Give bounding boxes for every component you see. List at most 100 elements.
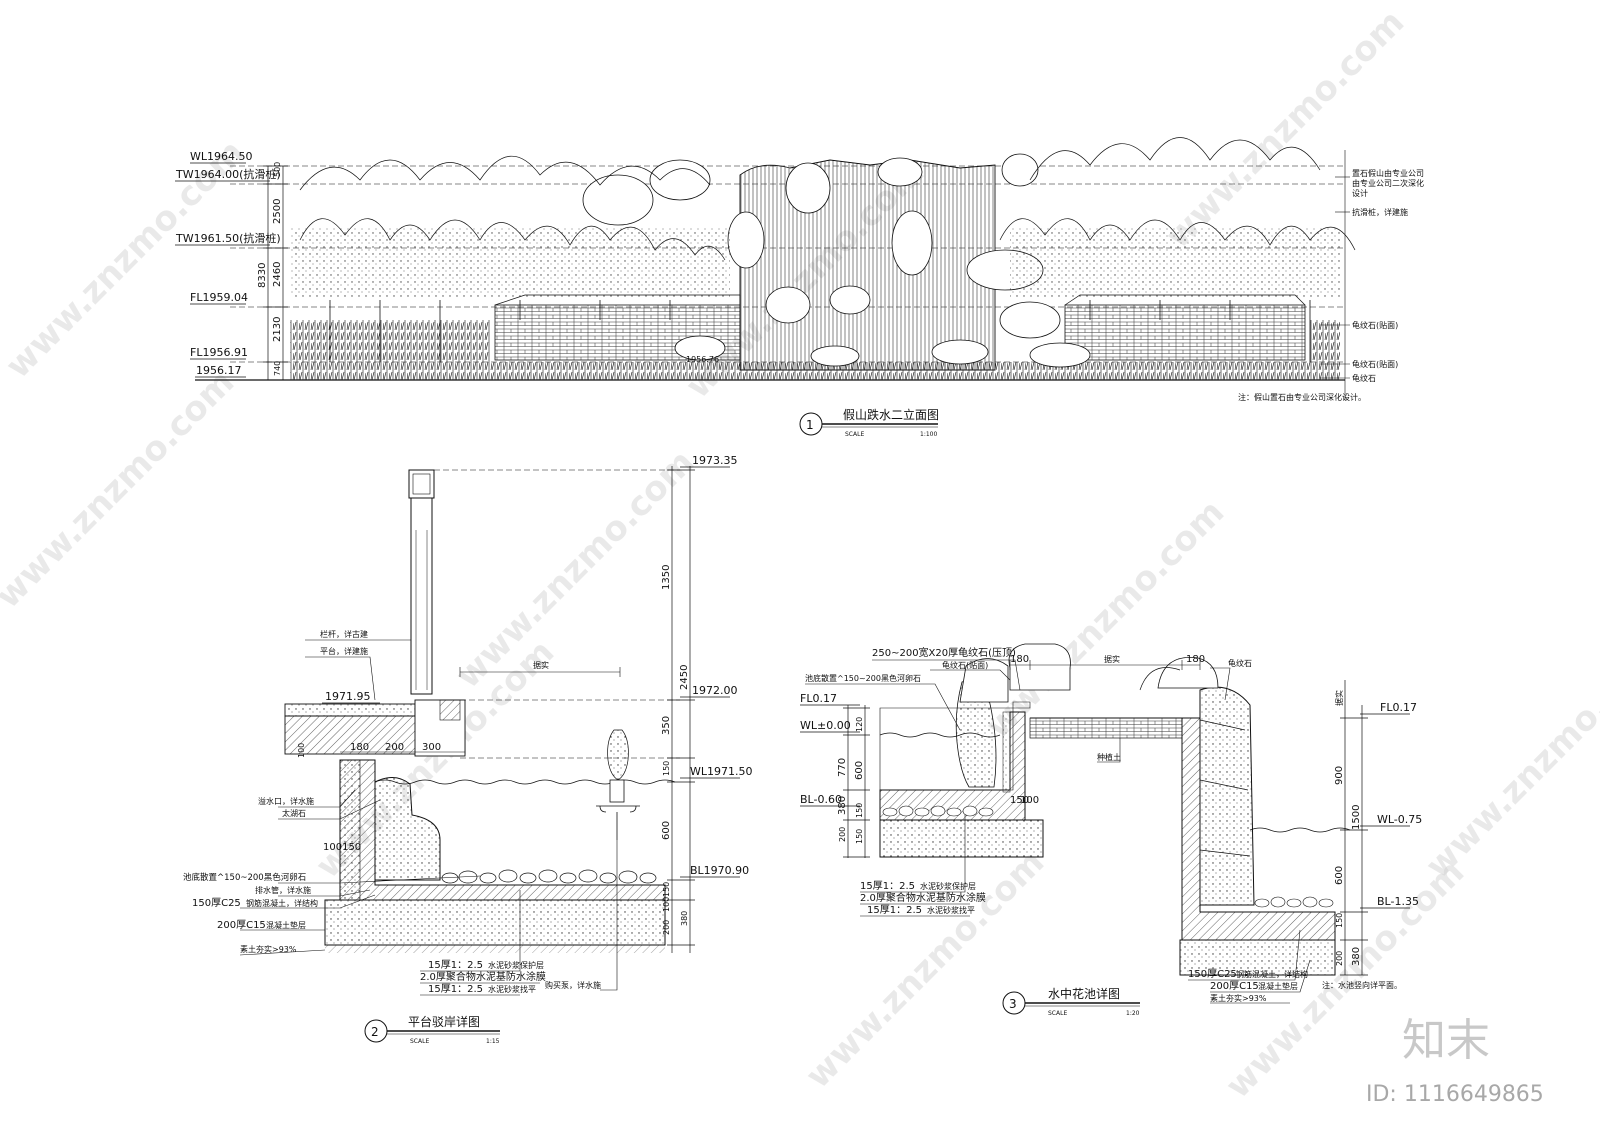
watermark-text: www.znzmo.com (1158, 2, 1412, 256)
elevation-scale-label: SCALE (845, 431, 864, 438)
section3-scale-value: 1:20 (1126, 1010, 1140, 1017)
s3-level-bl-left: BL-0.60 (800, 793, 842, 806)
s3-note-c15-detail: 混凝土垫层 (1258, 981, 1298, 991)
section3-title-block: 3 水中花池详图 SCALE 1:20 (1002, 986, 1140, 1017)
brand-logo-text: 知末 (1402, 1015, 1490, 1066)
s2-note-rock: 太湖石 (282, 808, 306, 818)
s2-dim-300: 300 (422, 742, 441, 753)
s2-note-c25: 150厚C25 (192, 897, 241, 909)
s2-dim-100v: 100 (297, 743, 306, 758)
note-stone-2: 龟纹石(贴面) (1352, 359, 1398, 369)
s3-dim-200: 200 (838, 827, 847, 842)
section3-drawing: 120 770 600 150 200 380 150 FL0.17 WL±0.… (800, 643, 1422, 1017)
s3-dim-150r: 150 (1335, 913, 1344, 928)
elevation-title: 假山跌水二立面图 (843, 407, 939, 422)
s2-dim-200h: 200 (385, 742, 404, 753)
s3-note-pebbles: 池底散置^150~200黑色河卵石 (805, 673, 921, 683)
level-1956-17: 1956.17 (196, 364, 242, 377)
s3-note-waterproof: 2.0厚聚合物水泥基防水涂膜 (860, 891, 986, 904)
s3-note-soil-compact: 素土夯实>93% (1210, 993, 1267, 1003)
s2-note-mortar1-detail: 水泥砂浆保护层 (488, 960, 544, 970)
s3-level-fl-left: FL0.17 (800, 692, 837, 705)
section2-scale-label: SCALE (410, 1038, 429, 1045)
watermark-text: www.znzmo.com (0, 362, 242, 616)
s3-dim-100h: 100 (1020, 795, 1039, 806)
s3-note-soil: 种植土 (1097, 752, 1121, 762)
s2-note-mortar1: 15厚1：2.5 (428, 959, 483, 971)
s2-note-c15: 200厚C15 (217, 919, 266, 931)
s3-level-wl-right: WL-0.75 (1377, 813, 1422, 826)
s2-level-wl1971: WL1971.50 (690, 765, 753, 778)
s3-level-bl-right: BL-1.35 (1377, 895, 1419, 908)
s3-dim-770: 770 (837, 758, 848, 777)
level-mid: 1956.76 (686, 355, 719, 364)
s2-dim-fit: 据实 (533, 660, 549, 670)
s3-dim-200r: 200 (1335, 951, 1344, 966)
s3-dim-900: 900 (1334, 766, 1345, 785)
s3-note-mortar1-detail: 水泥砂浆保护层 (920, 881, 976, 891)
elevation-footnote: 注：假山置石由专业公司深化设计。 (1238, 392, 1366, 402)
s3-dim-150: 150 (855, 803, 864, 818)
s3-dim-1500: 1500 (1351, 805, 1362, 830)
dim-8330: 8330 (257, 263, 268, 288)
level-fl1956: FL1956.91 (190, 346, 248, 359)
s3-dim-600r: 600 (1334, 866, 1345, 885)
s2-note-platform: 平台，详建施 (320, 646, 368, 656)
s2-level-bl1970: BL1970.90 (690, 864, 749, 877)
section2-scale-value: 1:15 (486, 1038, 500, 1045)
s3-dim-180-right: 180 (1186, 654, 1205, 665)
level-fl1959: FL1959.04 (190, 291, 248, 304)
s2-dim-100: 100 (662, 897, 671, 912)
section3-title: 水中花池详图 (1048, 986, 1120, 1001)
s3-note-stone: 龟纹石 (1228, 658, 1252, 668)
elevation-drawing: 500 2500 2460 8330 2130 740 WL1964.50 TW… (175, 137, 1424, 438)
s2-dim-150b: 150 (662, 882, 671, 897)
s2-note-overflow: 溢水口，详水施 (258, 796, 314, 806)
s2-dim-2450: 2450 (679, 665, 690, 690)
s2-dim-350: 350 (661, 716, 672, 735)
s3-note-c25: 150厚C25 (1188, 968, 1237, 980)
s3-note-coping: 250~200宽X20厚龟纹石(压顶) (872, 646, 1016, 659)
note-rockery-2: 由专业公司二次深化 (1352, 178, 1424, 188)
s3-note-c25-detail: 钢筋混凝土，详结构 (1236, 969, 1308, 979)
level-tw1961: TW1961.50(抗滑桩) (175, 231, 281, 245)
section2-title: 平台驳岸详图 (408, 1014, 480, 1029)
s2-level-1972: 1972.00 (692, 684, 738, 697)
s3-dim-120: 120 (855, 717, 864, 732)
s2-note-soil: 素土夯实>93% (240, 944, 297, 954)
elevation-scale-value: 1:100 (920, 431, 937, 438)
watermark-text: www.znzmo.com (798, 842, 1052, 1096)
level-tw1964: TW1964.00(抗滑桩) (175, 167, 281, 181)
s2-note-railing: 栏杆，详古建 (320, 629, 368, 639)
s3-dim-fit-right: 据实 (1334, 690, 1344, 706)
s3-note-mortar2-detail: 水泥砂浆找平 (927, 905, 975, 915)
s2-dim-1350: 1350 (661, 565, 672, 590)
note-stone-3: 龟纹石 (1352, 373, 1376, 383)
elevation-title-block: 1 假山跌水二立面图 SCALE 1:100 (799, 407, 939, 438)
dim-740: 740 (273, 361, 282, 376)
s3-dim-fit: 据实 (1104, 654, 1120, 664)
s3-dim-380r: 380 (1351, 947, 1362, 966)
level-wl1964: WL1964.50 (190, 150, 253, 163)
watermark-text: www.znzmo.com (1418, 632, 1600, 886)
s3-level-wl-left: WL±0.00 (800, 719, 851, 732)
note-pile: 抗滑桩，详建施 (1352, 207, 1408, 217)
s2-note-c25-detail: 钢筋混凝土，详结构 (246, 898, 318, 908)
s2-dim-200: 200 (662, 920, 671, 935)
s3-note-mortar1: 15厚1：2.5 (860, 880, 915, 892)
dim-2460: 2460 (272, 262, 283, 287)
s3-note-facing: 龟纹石(贴面) (942, 660, 988, 670)
s3-note-vertical: 注：水池竖向详平面。 (1322, 980, 1402, 990)
section2-title-block: 2 平台驳岸详图 SCALE 1:15 (364, 1014, 500, 1045)
section2-drawing: 1350 2450 350 150 600 150 100 200 380 19… (183, 454, 753, 1045)
s2-dim-100150: 100150 (323, 842, 361, 853)
section3-scale-label: SCALE (1048, 1010, 1067, 1017)
note-rockery-3: 设计 (1352, 188, 1368, 198)
s3-dim-150h: 150 (1010, 795, 1029, 806)
s2-dim-600: 600 (661, 821, 672, 840)
image-id: ID: 1116649865 (1366, 1082, 1544, 1107)
s2-note-pump: 购买泵，详水施 (545, 980, 601, 990)
s2-dim-150: 150 (662, 761, 671, 776)
s2-level-1971-95: 1971.95 (325, 690, 371, 703)
dim-2500: 2500 (272, 199, 283, 224)
